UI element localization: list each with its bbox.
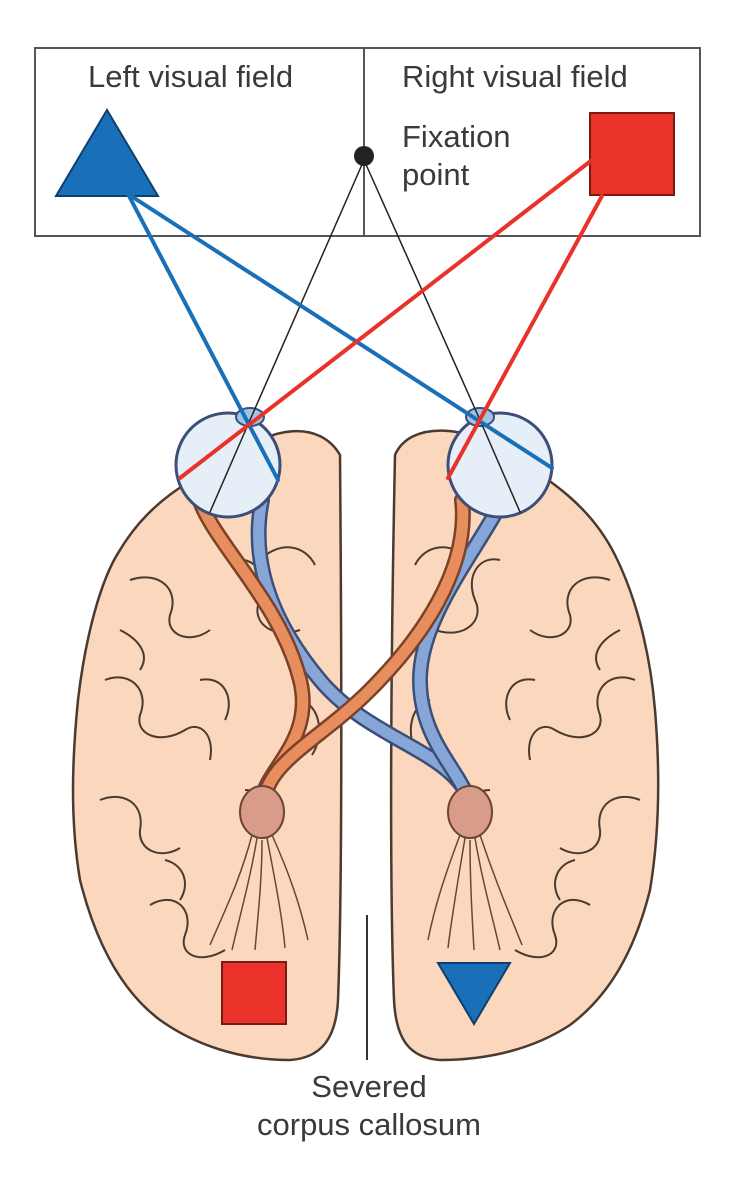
fixation-point-dot <box>354 146 374 166</box>
red-square-icon <box>589 112 675 196</box>
fixation-point-label: Fixation point <box>402 118 562 194</box>
fixation-label-line1: Fixation <box>402 119 511 154</box>
left-lgn <box>209 785 309 951</box>
visual-rays <box>126 158 604 513</box>
right-eye <box>446 407 554 519</box>
perceived-blue-triangle-icon <box>436 962 512 1026</box>
severed-label-line2: corpus callosum <box>257 1107 481 1142</box>
severed-label-line1: Severed <box>311 1069 427 1104</box>
fixation-label-line2: point <box>402 157 470 192</box>
right-visual-field-label: Right visual field <box>402 59 628 94</box>
severed-corpus-callosum-label: Severed corpus callosum <box>214 1068 524 1144</box>
left-visual-field-label: Left visual field <box>88 59 294 94</box>
perceived-red-square-icon <box>221 961 287 1025</box>
right-lgn <box>427 785 523 951</box>
left-eye <box>174 407 282 519</box>
blue-triangle-icon <box>54 108 160 197</box>
optic-pathways <box>190 487 508 808</box>
